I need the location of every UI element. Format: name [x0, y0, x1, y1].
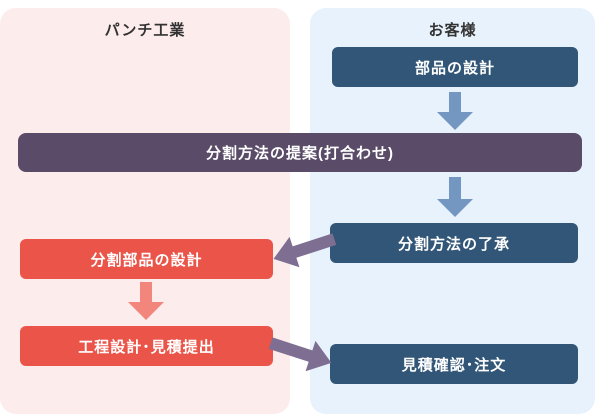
lane-title-punch-industry: パンチ工業 [104, 22, 186, 39]
arrow-down-icon [437, 177, 473, 217]
lane-title-customer: お客様 [428, 22, 477, 39]
arrow-down-left-icon [273, 233, 337, 268]
arrow-down-icon [128, 282, 164, 320]
arrow-down-icon [437, 92, 473, 130]
step-division-proposal: 分割方法の提案(打合わせ) [18, 133, 582, 172]
step-split-parts-design: 分割部品の設計 [20, 239, 273, 279]
arrow-down-right-icon [268, 337, 332, 372]
step-process-design-estimate: 工程設計･見積提出 [20, 326, 273, 366]
step-estimate-confirm-order: 見積確認･注文 [330, 344, 578, 384]
step-division-approval: 分割方法の了承 [330, 223, 578, 263]
step-parts-design: 部品の設計 [332, 47, 578, 87]
